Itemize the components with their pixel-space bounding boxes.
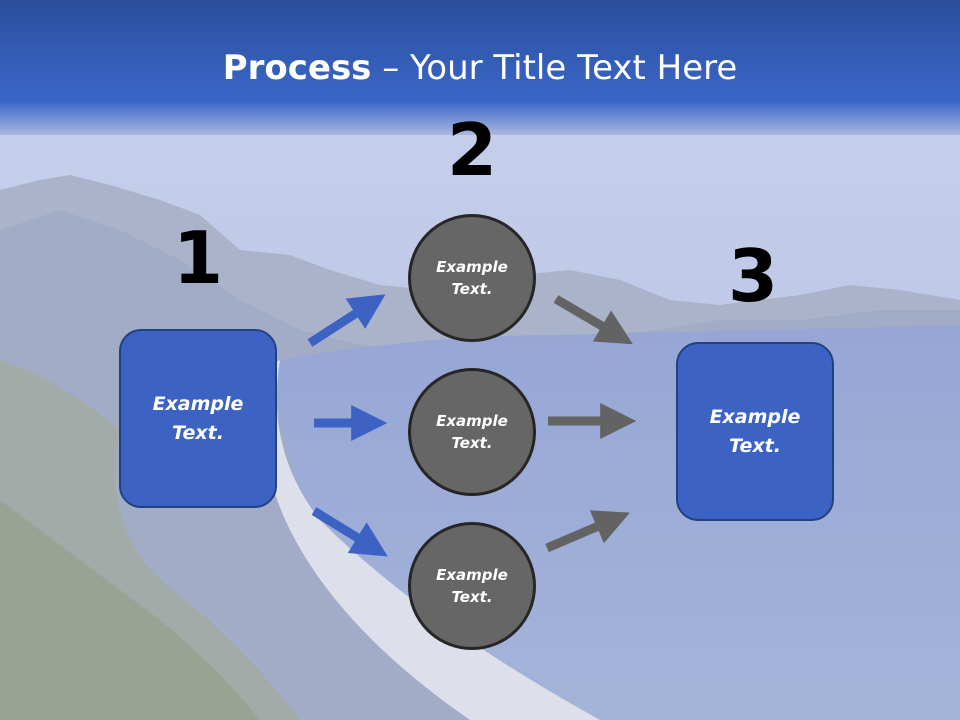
title-rest: – Your Title Text Here xyxy=(371,48,738,88)
title-bold: Process xyxy=(222,48,372,88)
arrow-from-top xyxy=(553,295,633,345)
arrow-from-bottom xyxy=(545,510,630,553)
circle-bottom: Example Text. xyxy=(408,522,536,650)
step-number-2: 2 xyxy=(446,108,498,192)
circle-top-text: Example Text. xyxy=(436,257,508,299)
circle-middle: Example Text. xyxy=(408,368,536,496)
circle-bottom-text: Example Text. xyxy=(436,565,508,607)
slide-title: Process – Your Title Text Here xyxy=(0,48,960,88)
end-box: Example Text. xyxy=(676,342,834,521)
step-number-1: 1 xyxy=(172,216,224,300)
end-box-text: Example Text. xyxy=(709,406,801,457)
arrow-to-top xyxy=(307,294,386,347)
circle-middle-text: Example Text. xyxy=(436,411,508,453)
arrow-to-bottom xyxy=(311,507,388,557)
step-number-3: 3 xyxy=(727,234,779,318)
start-box-text: Example Text. xyxy=(152,393,244,444)
start-box: Example Text. xyxy=(119,329,277,508)
circle-top: Example Text. xyxy=(408,214,536,342)
